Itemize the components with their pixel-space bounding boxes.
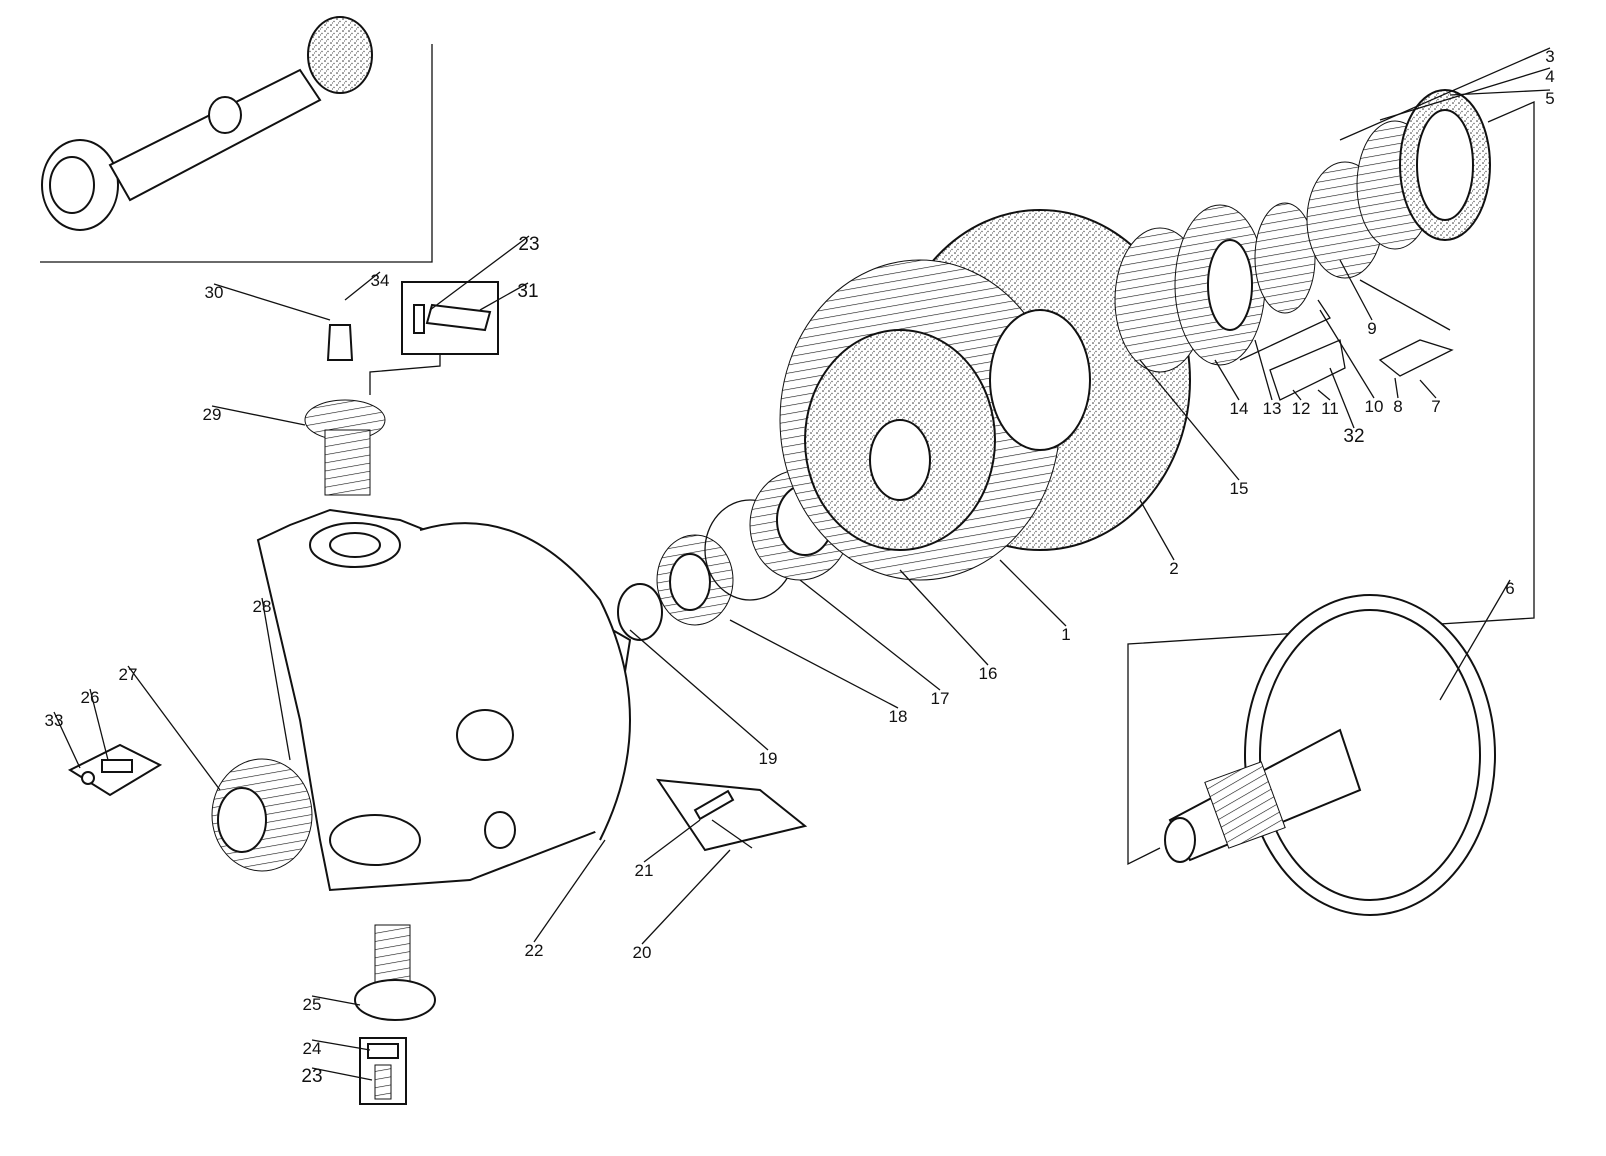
callout-9: 9 [1367, 319, 1376, 338]
leader-line-7 [1419, 379, 1437, 399]
leader-line-24 [311, 1039, 371, 1051]
leader-line-32 [1329, 367, 1355, 429]
leader-line-33 [53, 711, 81, 769]
leader-line-14 [1214, 359, 1240, 401]
callout-20: 20 [633, 943, 652, 962]
leader-line-10 [1319, 309, 1375, 399]
leader-line-1 [999, 559, 1067, 627]
leader-line-23 [311, 1067, 373, 1081]
callout-7: 7 [1431, 397, 1440, 416]
callout-23: 23 [518, 234, 539, 255]
callout-29: 29 [203, 405, 222, 424]
leader-line-28 [261, 597, 291, 761]
callout-25: 25 [303, 995, 322, 1014]
spindle-inset [1127, 101, 1535, 916]
leader-line-17 [799, 579, 941, 691]
callout-15: 15 [1230, 479, 1249, 498]
leader-line-34 [344, 271, 381, 301]
callout-1: 1 [1061, 625, 1070, 644]
callout-18: 18 [889, 707, 908, 726]
leader-line-20 [641, 849, 731, 945]
leader-lines [53, 47, 1551, 1081]
callout-2: 2 [1169, 559, 1178, 578]
leader-line-19 [629, 629, 769, 751]
seal-flange [67, 743, 313, 872]
leader-line-15 [1139, 359, 1240, 481]
leader-line-2 [1139, 499, 1175, 561]
callout-3: 3 [1545, 47, 1554, 66]
leader-line-23 [429, 235, 530, 311]
wheel-hub [779, 209, 1191, 581]
callout-24: 24 [303, 1039, 322, 1058]
leader-line-29 [211, 405, 306, 426]
leader-line-16 [899, 569, 989, 666]
leader-line-31 [479, 282, 529, 311]
callout-13: 13 [1263, 399, 1282, 418]
leader-line-25 [311, 995, 361, 1006]
callout-21: 21 [635, 861, 654, 880]
callout-14: 14 [1230, 399, 1249, 418]
leader-line-11 [1317, 389, 1331, 401]
callout-10: 10 [1365, 397, 1384, 416]
callout-6: 6 [1505, 579, 1514, 598]
leader-line-30 [213, 283, 331, 321]
callout-4: 4 [1545, 67, 1554, 86]
leader-line-5 [1449, 89, 1551, 96]
leader-line-13 [1254, 339, 1273, 401]
callout-8: 8 [1393, 397, 1402, 416]
callout-32: 32 [1343, 426, 1364, 447]
callout-30: 30 [205, 283, 224, 302]
kingpin-upper [304, 281, 499, 496]
callout-27: 27 [119, 665, 138, 684]
leader-line-27 [127, 665, 221, 791]
callout-12: 12 [1292, 399, 1311, 418]
callout-34: 34 [371, 271, 390, 290]
callout-23: 23 [301, 1066, 322, 1087]
leader-line-18 [729, 619, 899, 709]
leader-line-26 [89, 688, 109, 761]
callout-17: 17 [931, 689, 950, 708]
kingpin-lower [354, 924, 436, 1105]
callout-19: 19 [759, 749, 778, 768]
leader-line-3 [1339, 47, 1551, 141]
leader-line-21 [643, 819, 701, 863]
leader-line-22 [533, 839, 606, 943]
callout-labels: 1234567891011121314151617181920212223232… [45, 47, 1555, 1087]
leader-line-12 [1292, 389, 1302, 401]
leader-line-8 [1394, 377, 1399, 399]
knuckle-housing [256, 508, 632, 892]
callout-33: 33 [45, 711, 64, 730]
callout-28: 28 [253, 597, 272, 616]
callout-16: 16 [979, 664, 998, 683]
axle-inset [40, 16, 433, 263]
callout-22: 22 [525, 941, 544, 960]
leader-line-6 [1439, 579, 1511, 701]
leader-line-9 [1339, 259, 1373, 321]
callout-11: 11 [1321, 399, 1339, 418]
small-flange [617, 583, 808, 852]
bearing-seal-stack [1114, 89, 1491, 401]
callout-26: 26 [81, 688, 100, 707]
callout-5: 5 [1545, 89, 1554, 108]
callout-31: 31 [517, 281, 538, 302]
